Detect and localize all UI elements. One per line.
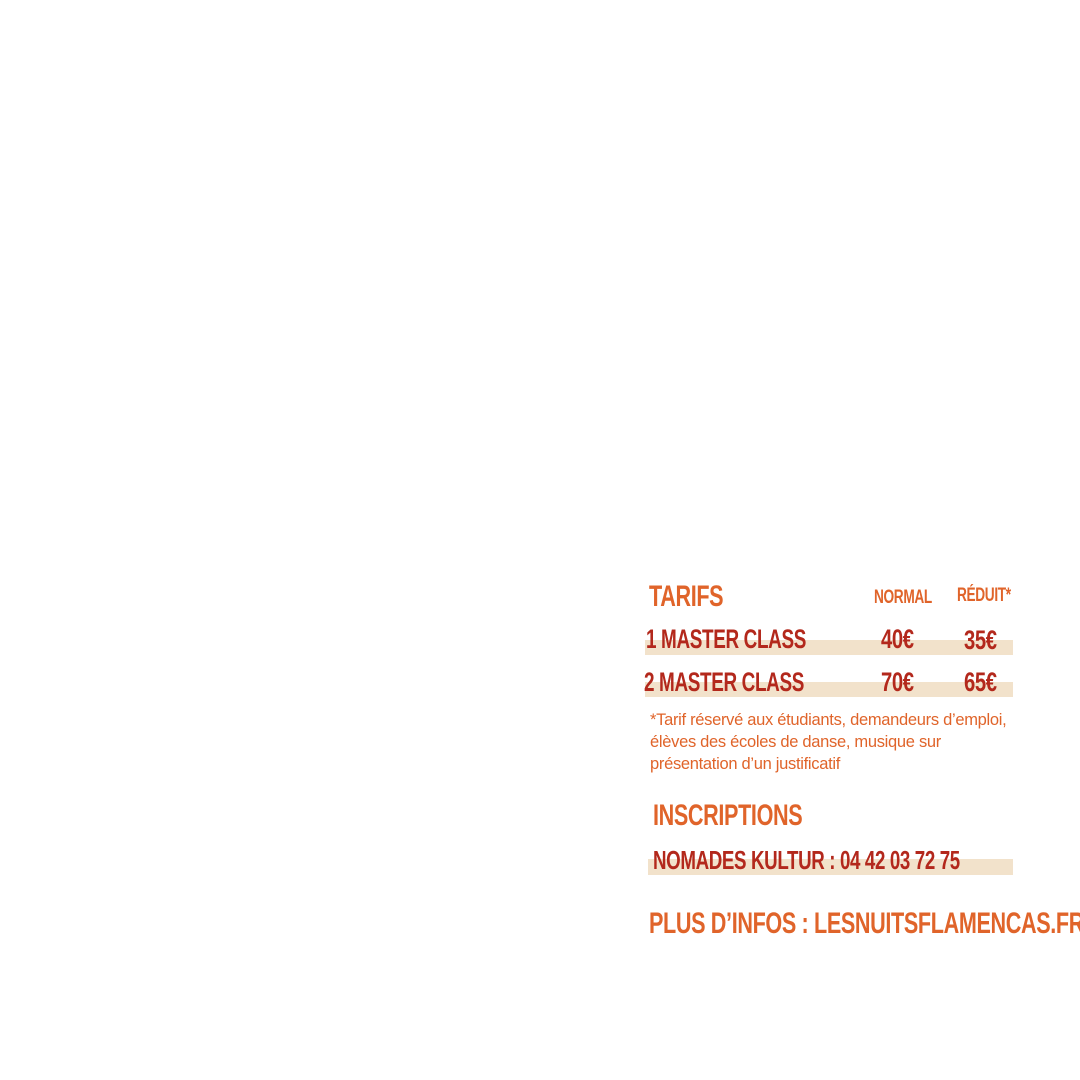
contact-highlight	[648, 859, 1013, 875]
row-2-highlight	[645, 682, 1013, 697]
column-normal-header: NORMAL	[874, 587, 932, 608]
row-1-price-reduit: 35€	[964, 625, 997, 655]
reduced-rate-footnote: *Tarif réservé aux étudiants, demandeurs…	[650, 711, 1007, 773]
row-2-price-reduit: 65€	[964, 667, 997, 697]
row-1-highlight	[645, 640, 1013, 655]
row-2-label: 2 MASTER CLASS	[644, 667, 804, 697]
row-1-label: 1 MASTER CLASS	[646, 624, 806, 654]
more-info-link[interactable]: PLUS D’INFOS : LESNUITSFLAMENCAS.FR	[649, 907, 1080, 940]
inscriptions-heading: INSCRIPTIONS	[653, 799, 803, 832]
tarifs-heading: TARIFS	[649, 580, 724, 613]
column-reduit-header: RÉDUIT*	[957, 585, 1011, 606]
contact-phone: NOMADES KULTUR : 04 42 03 72 75	[653, 845, 960, 875]
row-2-price-normal: 70€	[881, 667, 914, 697]
row-1-price-normal: 40€	[881, 624, 914, 654]
